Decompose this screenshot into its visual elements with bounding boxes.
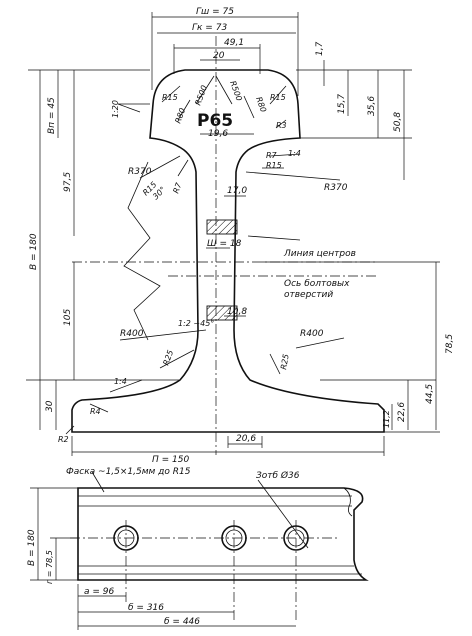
label-head-height-full: 50,8 bbox=[393, 112, 403, 132]
head-slope-leader bbox=[117, 103, 141, 113]
break-line-right bbox=[247, 235, 301, 241]
label-height-full: В = 180 bbox=[29, 233, 39, 270]
label-side-dim-b2: б = 446 bbox=[164, 617, 200, 627]
label-base-half: 20,6 bbox=[236, 434, 256, 444]
label-r-foot-left: R25 bbox=[161, 349, 175, 367]
label-r-base-left: R400 bbox=[120, 329, 144, 339]
label-head-height-label: Вп = 45 bbox=[47, 97, 57, 134]
label-side-hole-height: г = 78,5 bbox=[45, 550, 54, 584]
label-r-fillet-right: R7 bbox=[266, 151, 278, 160]
label-foot-height-c: 11,2 bbox=[382, 410, 391, 428]
label-chamfer: Фаска ~1,5×1,5мм до R15 bbox=[66, 467, 191, 477]
side-end-curve bbox=[343, 487, 353, 517]
label-r-slope-right: 1:4 bbox=[288, 149, 301, 158]
label-side-dim-a: а = 96 bbox=[84, 587, 115, 597]
label-head-height-small: 15,7 bbox=[337, 94, 347, 114]
label-height-upper: 97,5 bbox=[63, 172, 73, 192]
label-r-edge: R2 bbox=[58, 435, 69, 444]
label-bolt-axis-2: отверстий bbox=[284, 290, 333, 300]
label-head-height-mid: 35,6 bbox=[367, 96, 377, 116]
hole-leader bbox=[257, 479, 309, 549]
label-top-outer: Гш = 75 bbox=[196, 7, 234, 17]
break-line-left bbox=[123, 161, 161, 341]
label-foot-slope: 1:4 bbox=[114, 377, 127, 386]
label-hole-slope: 1:2 ~45° bbox=[178, 319, 214, 328]
label-base-width: П = 150 bbox=[152, 455, 189, 465]
label-web-width-top: 17,0 bbox=[227, 186, 247, 196]
side-dim-hole-height bbox=[50, 537, 78, 580]
cross-section bbox=[26, 12, 440, 456]
label-head-offset: 1,7 bbox=[315, 41, 325, 56]
side-dim-a bbox=[77, 584, 126, 630]
chamfer-leader bbox=[91, 471, 105, 493]
label-height-lower: 105 bbox=[63, 309, 73, 326]
dim-head-width bbox=[173, 44, 261, 74]
hatch-lower bbox=[206, 305, 238, 321]
rail-profile bbox=[71, 69, 385, 433]
label-r-fillet-left1: R7 bbox=[171, 181, 183, 195]
label-web-width-bottom: 10,8 bbox=[227, 307, 247, 317]
label-height-right: 78,5 bbox=[445, 334, 455, 354]
label-r-neck: R3 bbox=[276, 121, 287, 130]
label-center-line: Линия центров bbox=[283, 249, 356, 259]
label-head-width: 49,1 bbox=[224, 38, 244, 48]
label-r-toe: R4 bbox=[90, 407, 101, 416]
label-r-head-mid-right: R80 bbox=[254, 96, 268, 114]
label-foot-height-a: 44,5 bbox=[425, 384, 435, 404]
label-r-web-left: R370 bbox=[128, 167, 152, 177]
label-web-thickness: Ш = 18 bbox=[207, 239, 242, 249]
label-r-head-side-left: R15 bbox=[162, 93, 178, 102]
label-r-head-side-right: R15 bbox=[270, 93, 286, 102]
profile-title: Р65 bbox=[197, 111, 233, 131]
label-r-web-right: R370 bbox=[324, 183, 348, 193]
dim-head-right bbox=[296, 60, 412, 180]
dim-web bbox=[200, 133, 254, 317]
label-foot-height-b: 22,6 bbox=[397, 402, 407, 422]
label-web-neck-width: 19,6 bbox=[208, 129, 228, 139]
label-side-height: В = 180 bbox=[27, 529, 37, 566]
side-view-outline bbox=[77, 487, 369, 581]
label-r-fillet-right2: R15 bbox=[266, 161, 282, 170]
side-dim-height bbox=[30, 487, 78, 581]
hatch-upper bbox=[206, 219, 238, 235]
dim-top-outer bbox=[151, 12, 299, 96]
label-hole-note: Зотб Ø36 bbox=[256, 470, 300, 481]
label-crown: 20 bbox=[213, 51, 225, 61]
side-view bbox=[30, 471, 369, 630]
label-top-inner: Гк = 73 bbox=[192, 23, 227, 33]
dim-right-vertical bbox=[262, 261, 440, 433]
label-r-crown-left: R500 bbox=[193, 84, 209, 107]
label-head-slope: 1:20 bbox=[111, 100, 120, 118]
label-r-base-right: R400 bbox=[300, 329, 324, 339]
label-side-dim-b1: б = 316 bbox=[128, 603, 164, 613]
radius-leaders bbox=[65, 75, 345, 435]
label-height-base: 30 bbox=[45, 400, 55, 412]
dim-left-vertical bbox=[26, 69, 180, 430]
label-r-head-mid-left: R80 bbox=[173, 107, 187, 125]
label-r-crown-right: R500 bbox=[228, 80, 244, 103]
label-bolt-axis-1: Ось болтовых bbox=[284, 279, 350, 289]
label-r-foot-right: R25 bbox=[279, 353, 291, 370]
dim-base-width bbox=[71, 436, 385, 456]
